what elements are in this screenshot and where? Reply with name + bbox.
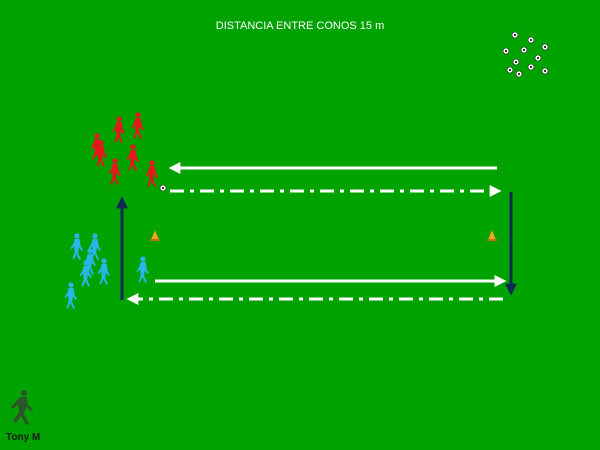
ball: [541, 43, 549, 51]
ball-pile: [502, 31, 549, 78]
blue-player: [136, 256, 149, 283]
blue-player: [97, 258, 110, 285]
red-player: [112, 116, 125, 143]
ball: [502, 47, 510, 55]
ball: [512, 58, 520, 66]
ball: [515, 70, 523, 78]
red-player: [131, 112, 144, 139]
ball: [527, 36, 535, 44]
blue-player: [70, 233, 83, 260]
cone-right: [487, 230, 497, 241]
blue-player: [64, 282, 77, 309]
ball: [541, 67, 549, 75]
ball: [527, 63, 535, 71]
cone-left: [150, 230, 160, 241]
red-player: [126, 144, 139, 171]
ball: [520, 46, 528, 54]
ball: [511, 31, 519, 39]
red-player: [108, 158, 121, 185]
diagram-title: DISTANCIA ENTRE CONOS 15 m: [215, 20, 385, 32]
ball: [534, 54, 542, 62]
ball: [159, 184, 167, 192]
red-team-group: [90, 112, 158, 187]
ball: [506, 66, 514, 74]
author-signature: Tony M: [6, 432, 41, 443]
red-player: [145, 160, 158, 187]
author-logo-icon: [11, 390, 33, 425]
